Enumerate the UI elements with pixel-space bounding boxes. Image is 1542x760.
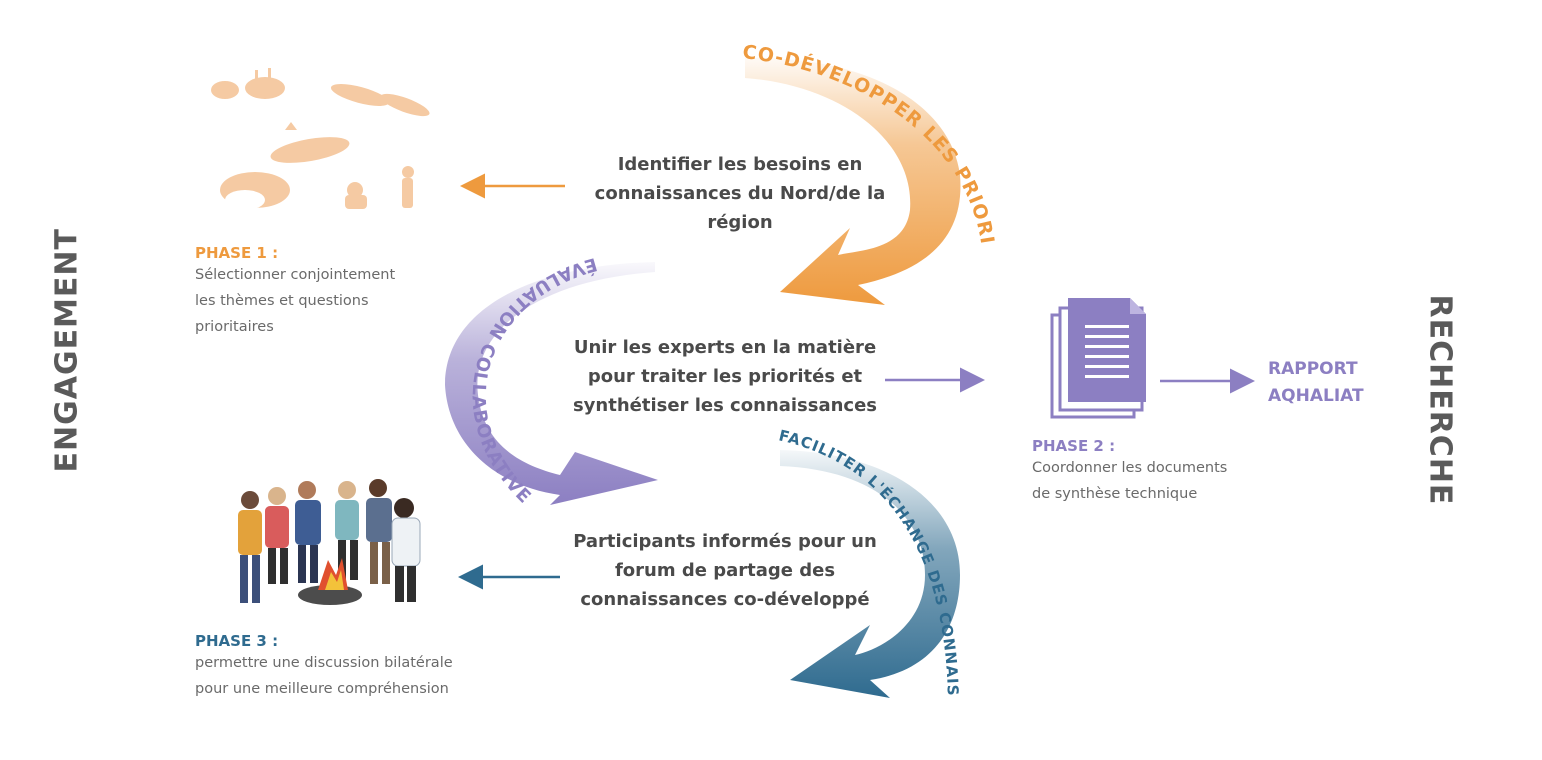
center-text-middle: Unir les experts en la matière pour trai… — [572, 337, 878, 416]
phase3-desc: permettre une discussion bilatérale pour… — [195, 655, 453, 697]
phase1-desc: Sélectionner conjointement les thèmes et… — [195, 267, 396, 335]
orange-arc — [745, 57, 961, 305]
phase1-block: PHASE 1 : Sélectionner conjointement les… — [195, 244, 475, 340]
phase2-desc: Coordonner les documents de synthèse tec… — [1032, 460, 1228, 502]
phase3-block: PHASE 3 : permettre une discussion bilat… — [195, 632, 535, 702]
arctic-wildlife-icon — [211, 68, 430, 210]
side-label-recherche: RECHERCHE — [1422, 294, 1458, 506]
purple-arc — [445, 262, 658, 505]
phase1-title: PHASE 1 : — [195, 244, 279, 262]
phase2-title: PHASE 2 : — [1032, 437, 1116, 455]
phase3-title: PHASE 3 : — [195, 632, 279, 650]
report-label: RAPPORT AQHALIAT — [1268, 359, 1364, 406]
center-text-top: Identifier les besoins en connaissances … — [594, 154, 886, 233]
side-label-engagement: ENGAGEMENT — [49, 228, 85, 473]
phase2-block: PHASE 2 : Coordonner les documents de sy… — [1032, 437, 1312, 507]
blue-arc — [780, 450, 960, 698]
center-text-bottom: Participants informés pour un forum de p… — [573, 531, 877, 610]
people-campfire-icon — [238, 479, 421, 605]
document-stack-icon — [1050, 298, 1146, 419]
